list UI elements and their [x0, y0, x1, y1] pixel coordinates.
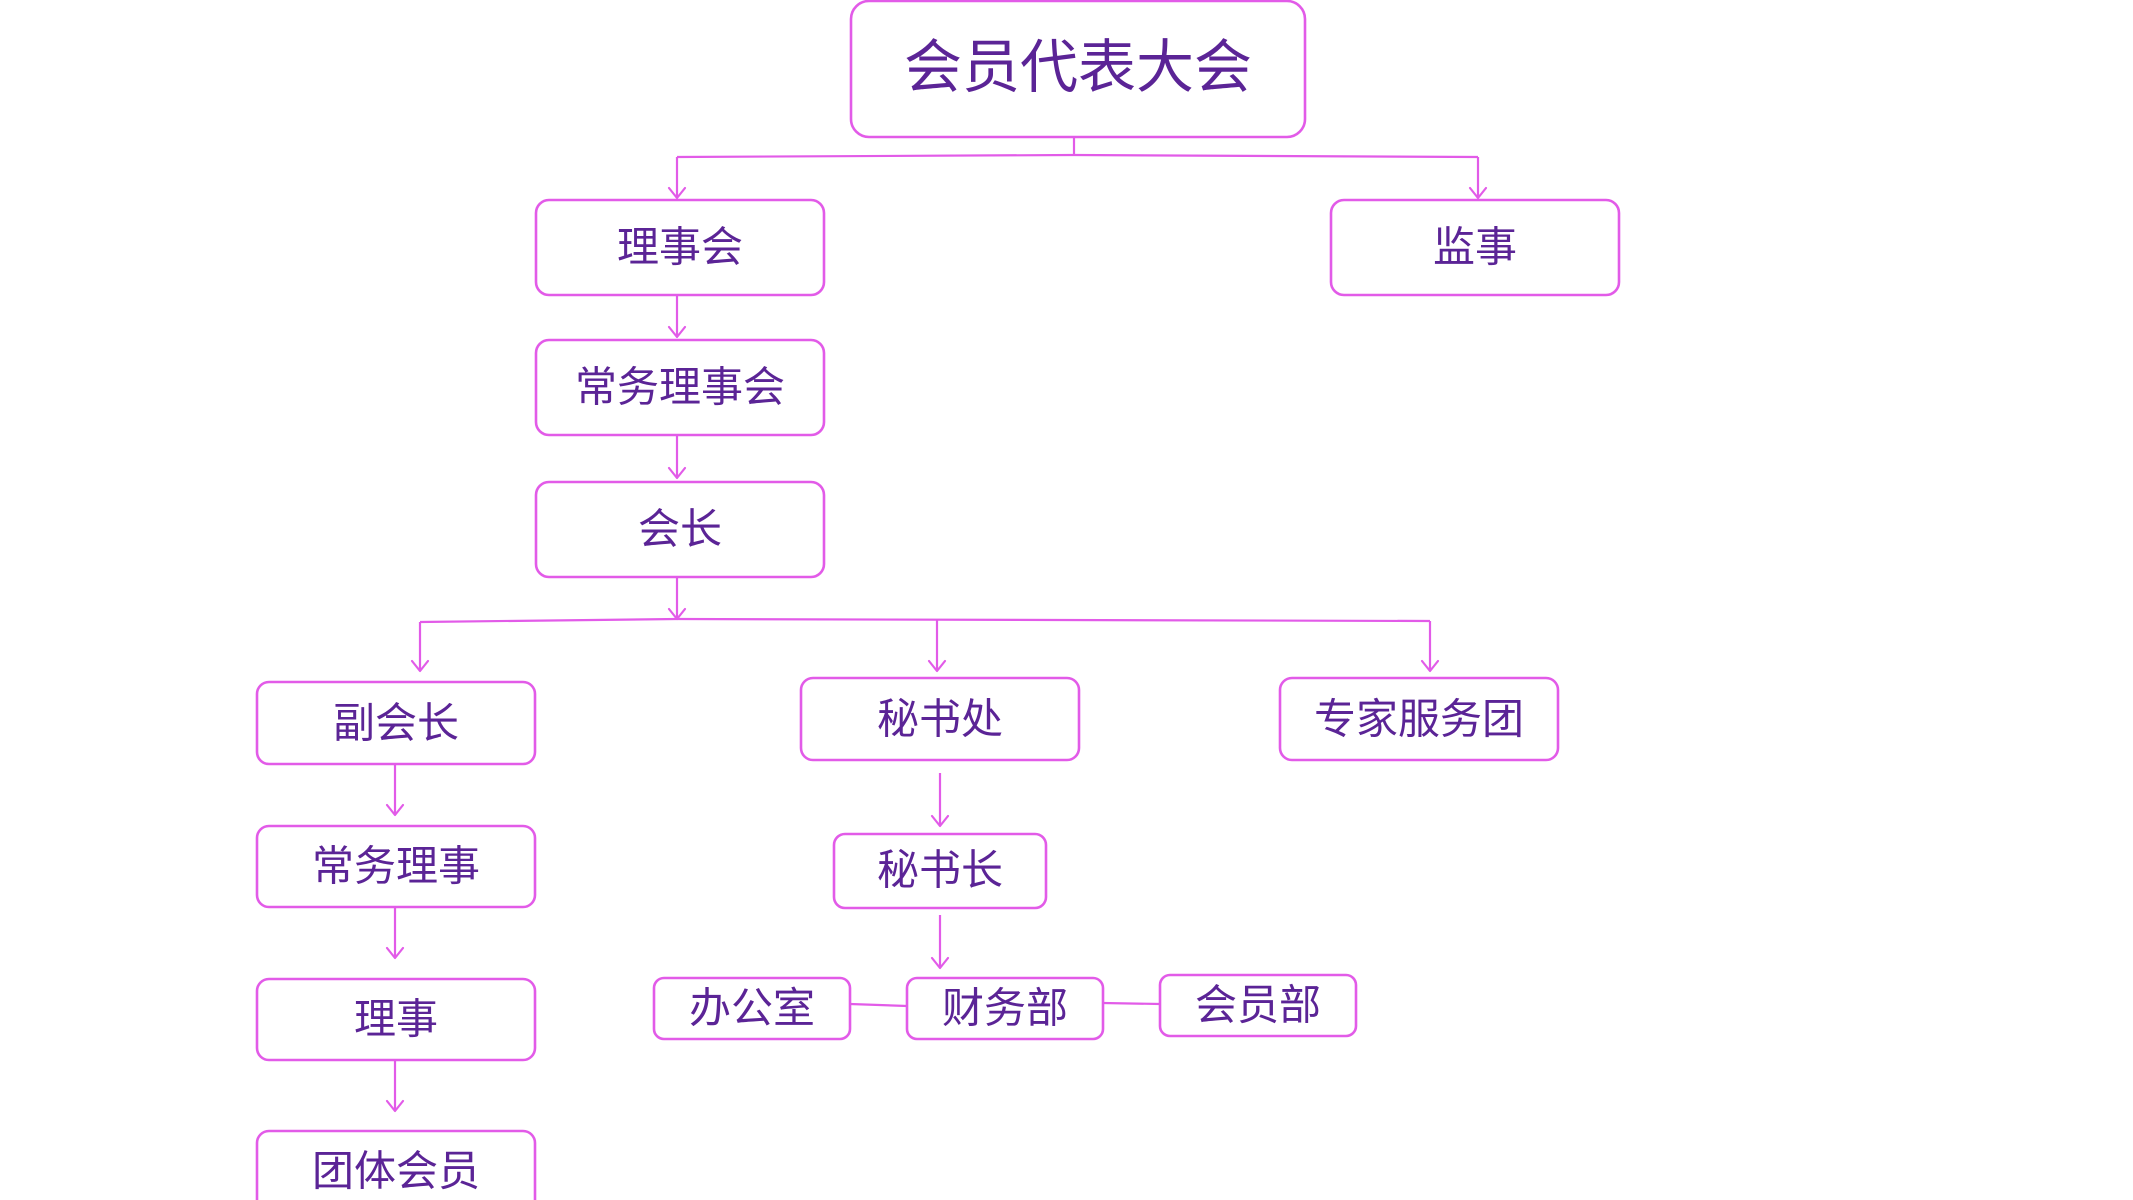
node-director-label: 理事	[354, 995, 438, 1044]
node-secretary-general: 秘书长	[832, 832, 1048, 910]
node-vice-president-box	[255, 680, 537, 766]
node-expert-group-box	[1278, 676, 1560, 762]
node-membership-box	[1158, 973, 1358, 1038]
connector-president-bar	[419, 617, 1431, 624]
node-president: 会长	[534, 480, 826, 579]
node-membership-label: 会员部	[1195, 981, 1321, 1030]
node-standing-council: 常务理事会	[534, 338, 826, 437]
arrowhead-vice-president	[410, 659, 430, 673]
node-secretariat-box	[799, 676, 1081, 762]
node-director: 理事	[255, 977, 537, 1062]
node-secretary-general-label: 秘书长	[877, 846, 1003, 895]
node-finance-box	[905, 976, 1105, 1041]
arrowhead-standing-director	[385, 803, 405, 817]
node-standing-council-box	[534, 338, 826, 437]
node-vice-president-label: 副会长	[333, 699, 459, 748]
node-office-box	[652, 976, 852, 1041]
arrowhead-expert-group	[1420, 659, 1440, 673]
node-council-label: 理事会	[617, 223, 743, 272]
connectors	[385, 137, 1488, 1113]
node-group-member-label: 团体会员	[312, 1147, 480, 1196]
arrowhead-secretariat	[927, 659, 947, 673]
arrowhead-council	[667, 186, 687, 200]
node-standing-director: 常务理事	[255, 824, 537, 909]
node-group-member: 团体会员	[255, 1129, 537, 1200]
node-congress-label: 会员代表大会	[904, 33, 1252, 101]
node-supervisor: 监事	[1329, 198, 1621, 297]
node-secretariat-label: 秘书处	[877, 695, 1003, 744]
arrowhead-secretary-general	[930, 814, 950, 828]
node-membership: 会员部	[1158, 973, 1358, 1038]
node-expert-group-label: 专家服务团	[1314, 695, 1524, 744]
connector-office-finance	[849, 1002, 908, 1008]
arrowhead-group-member	[385, 1099, 405, 1113]
node-group-member-box	[255, 1129, 537, 1200]
arrowhead-supervisor	[1468, 186, 1488, 200]
node-secretary-general-box	[832, 832, 1048, 910]
arrowhead-president	[667, 466, 687, 480]
node-director-box	[255, 977, 537, 1062]
node-finance: 财务部	[905, 976, 1105, 1041]
connector-congress-bar	[676, 153, 1479, 159]
node-expert-group: 专家服务团	[1278, 676, 1560, 762]
node-standing-council-label: 常务理事会	[575, 363, 785, 412]
arrowhead-director	[385, 946, 405, 960]
node-standing-director-box	[255, 824, 537, 909]
node-president-box	[534, 480, 826, 579]
node-supervisor-label: 监事	[1433, 223, 1517, 272]
node-congress: 会员代表大会	[849, 0, 1307, 139]
connector-finance-membership	[1102, 1001, 1161, 1006]
node-office: 办公室	[652, 976, 852, 1041]
node-president-label: 会长	[638, 505, 722, 554]
node-finance-label: 财务部	[942, 984, 1068, 1033]
node-office-label: 办公室	[689, 984, 815, 1033]
arrowhead-finance	[930, 956, 950, 970]
node-council-box	[534, 198, 826, 297]
node-secretariat: 秘书处	[799, 676, 1081, 762]
node-vice-president: 副会长	[255, 680, 537, 766]
node-congress-box	[849, 0, 1307, 139]
node-standing-director-label: 常务理事	[312, 842, 480, 891]
arrowhead-standing-council	[667, 325, 687, 339]
node-council: 理事会	[534, 198, 826, 297]
node-supervisor-box	[1329, 198, 1621, 297]
